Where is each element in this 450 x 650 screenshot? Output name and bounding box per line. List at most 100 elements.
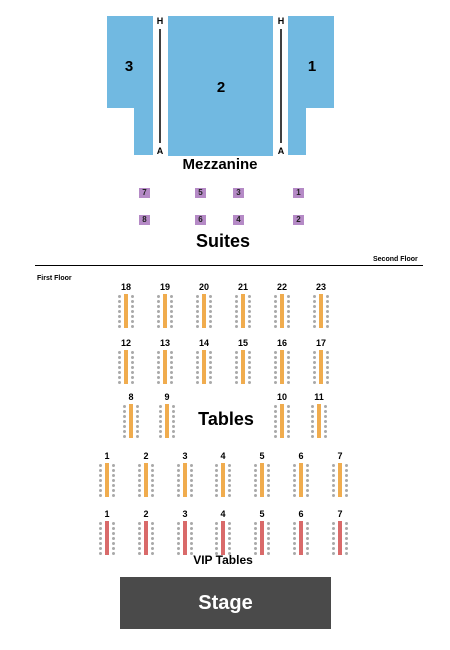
floor-divider bbox=[35, 265, 423, 266]
chair-dot bbox=[345, 479, 348, 482]
chair-dot bbox=[326, 300, 329, 303]
chair-dot bbox=[274, 305, 277, 308]
table-8[interactable]: 8 bbox=[121, 392, 141, 438]
table-number: 10 bbox=[276, 392, 287, 402]
mezzanine-map bbox=[107, 16, 334, 156]
row-a-left: A bbox=[156, 146, 164, 156]
chair-column bbox=[123, 405, 126, 439]
table-11[interactable]: 11 bbox=[309, 392, 329, 438]
chair-dot bbox=[254, 537, 257, 540]
chair-column bbox=[228, 464, 231, 498]
suite-5[interactable]: 5 bbox=[195, 188, 206, 198]
vip-table-1[interactable]: 1 bbox=[97, 509, 117, 555]
table-7[interactable]: 7 bbox=[330, 451, 350, 497]
vip-table-5[interactable]: 5 bbox=[252, 509, 272, 555]
table-10[interactable]: 10 bbox=[272, 392, 292, 438]
table-3[interactable]: 3 bbox=[175, 451, 195, 497]
chair-dot bbox=[248, 315, 251, 318]
table-top bbox=[241, 294, 245, 328]
chair-dot bbox=[112, 494, 115, 497]
chair-dot bbox=[196, 366, 199, 369]
chair-dot bbox=[157, 376, 160, 379]
chair-dot bbox=[118, 351, 121, 354]
chair-dot bbox=[170, 315, 173, 318]
table-top bbox=[280, 350, 284, 384]
table-22[interactable]: 22 bbox=[272, 282, 292, 328]
chair-dot bbox=[267, 464, 270, 467]
table-16[interactable]: 16 bbox=[272, 338, 292, 384]
chair-dot bbox=[332, 484, 335, 487]
vip-table-number: 3 bbox=[182, 509, 188, 519]
mezzanine-section-3[interactable] bbox=[107, 16, 153, 155]
chair-dot bbox=[151, 527, 154, 530]
table-top bbox=[163, 350, 167, 384]
chair-dot bbox=[332, 537, 335, 540]
table-top bbox=[163, 294, 167, 328]
table-9[interactable]: 9 bbox=[157, 392, 177, 438]
table-17[interactable]: 17 bbox=[311, 338, 331, 384]
table-6[interactable]: 6 bbox=[291, 451, 311, 497]
vip-table-7[interactable]: 7 bbox=[330, 509, 350, 555]
chair-dot bbox=[131, 381, 134, 384]
table-18[interactable]: 18 bbox=[116, 282, 136, 328]
stage[interactable]: Stage bbox=[120, 577, 331, 629]
table-15[interactable]: 15 bbox=[233, 338, 253, 384]
suite-4[interactable]: 4 bbox=[233, 215, 244, 225]
table-14[interactable]: 14 bbox=[194, 338, 214, 384]
chair-dot bbox=[170, 381, 173, 384]
table-top bbox=[338, 463, 342, 497]
table-13[interactable]: 13 bbox=[155, 338, 175, 384]
chair-dot bbox=[311, 430, 314, 433]
chair-dot bbox=[235, 366, 238, 369]
table-21[interactable]: 21 bbox=[233, 282, 253, 328]
suite-1[interactable]: 1 bbox=[293, 188, 304, 198]
chair-dot bbox=[254, 552, 257, 555]
chair-dot bbox=[235, 310, 238, 313]
chair-dot bbox=[99, 469, 102, 472]
table-1[interactable]: 1 bbox=[97, 451, 117, 497]
table-number: 6 bbox=[298, 451, 304, 461]
chair-dot bbox=[118, 366, 121, 369]
chair-column bbox=[170, 351, 173, 385]
chair-dot bbox=[157, 325, 160, 328]
chair-column bbox=[235, 295, 238, 329]
chair-dot bbox=[170, 351, 173, 354]
suite-6[interactable]: 6 bbox=[195, 215, 206, 225]
chair-dot bbox=[345, 552, 348, 555]
chair-dot bbox=[209, 361, 212, 364]
vip-table-3[interactable]: 3 bbox=[175, 509, 195, 555]
chair-dot bbox=[313, 325, 316, 328]
chair-dot bbox=[274, 295, 277, 298]
vip-table-6[interactable]: 6 bbox=[291, 509, 311, 555]
chair-column bbox=[190, 464, 193, 498]
suite-3[interactable]: 3 bbox=[233, 188, 244, 198]
table-number: 20 bbox=[198, 282, 209, 292]
table-2[interactable]: 2 bbox=[136, 451, 156, 497]
table-19[interactable]: 19 bbox=[155, 282, 175, 328]
table-23[interactable]: 23 bbox=[311, 282, 331, 328]
table-20[interactable]: 20 bbox=[194, 282, 214, 328]
chair-column bbox=[287, 351, 290, 385]
vip-table-4[interactable]: 4 bbox=[213, 509, 233, 555]
chair-dot bbox=[215, 484, 218, 487]
chair-dot bbox=[170, 371, 173, 374]
chair-dot bbox=[131, 315, 134, 318]
table-5[interactable]: 5 bbox=[252, 451, 272, 497]
mezzanine-section-2[interactable] bbox=[168, 16, 273, 156]
chair-dot bbox=[138, 542, 141, 545]
chair-dot bbox=[248, 371, 251, 374]
chair-column bbox=[215, 464, 218, 498]
table-4[interactable]: 4 bbox=[213, 451, 233, 497]
chair-dot bbox=[345, 494, 348, 497]
chair-dot bbox=[123, 435, 126, 438]
suite-8[interactable]: 8 bbox=[139, 215, 150, 225]
table-12[interactable]: 12 bbox=[116, 338, 136, 384]
table-number: 14 bbox=[198, 338, 209, 348]
suite-2[interactable]: 2 bbox=[293, 215, 304, 225]
chair-dot bbox=[287, 381, 290, 384]
chair-dot bbox=[190, 469, 193, 472]
chair-dot bbox=[172, 420, 175, 423]
mezzanine-section-1[interactable] bbox=[288, 16, 334, 155]
vip-table-2[interactable]: 2 bbox=[136, 509, 156, 555]
suite-7[interactable]: 7 bbox=[139, 188, 150, 198]
